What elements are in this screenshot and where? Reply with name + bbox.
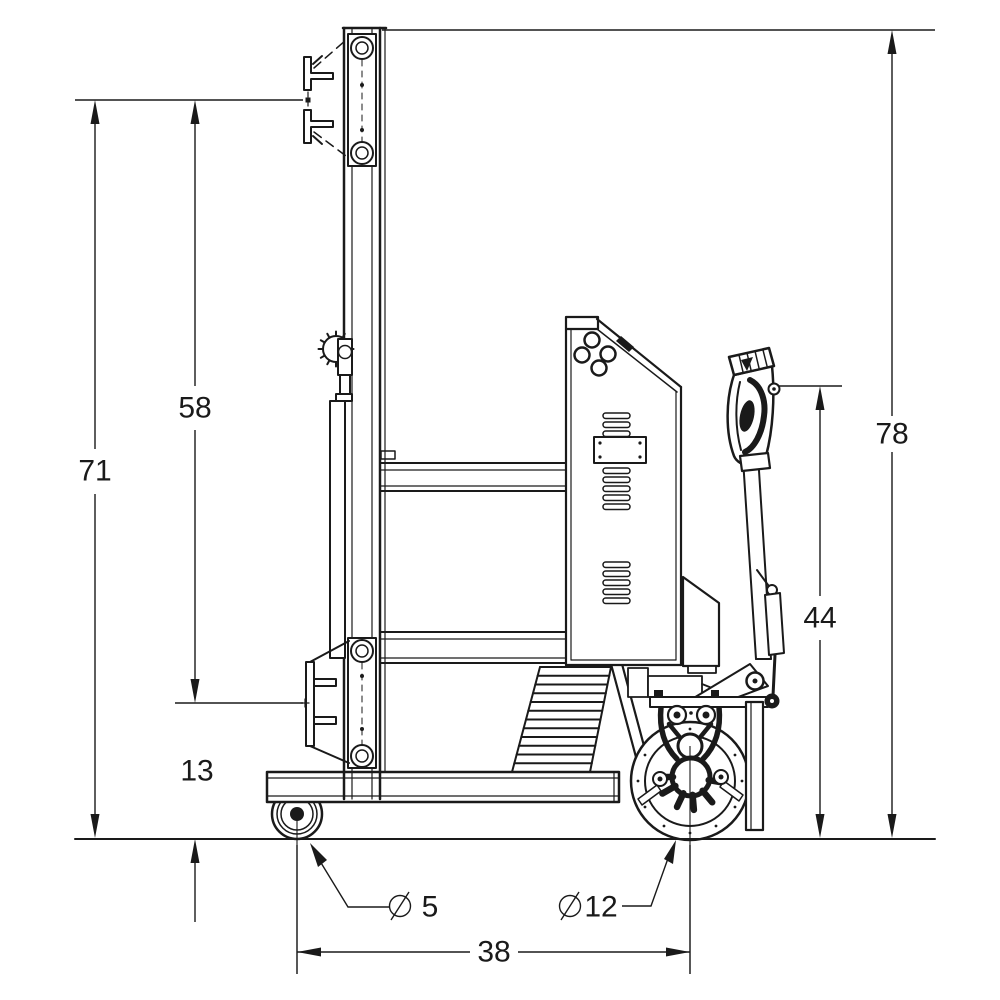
diameter-icon <box>558 891 582 921</box>
dimension-label-caster-diameter: 5 <box>422 891 439 924</box>
step-ramp <box>511 662 653 774</box>
lower-carriage <box>347 637 377 769</box>
extension-lines <box>75 29 935 974</box>
dimension-label-44: 44 <box>803 602 836 635</box>
dimension-label-wheel-diameter: 12 <box>584 891 617 924</box>
dimension-13: 13 <box>180 755 214 922</box>
phantom-fork-bracket <box>303 39 347 157</box>
vent-slots <box>602 412 631 605</box>
top-carriage <box>347 33 377 167</box>
diameter-icon <box>388 891 412 921</box>
stabilizer-plate <box>744 700 765 832</box>
tiller-handle <box>726 346 781 473</box>
dimension-label-78: 78 <box>875 418 908 451</box>
dimension-71: 71 <box>78 100 112 838</box>
dimension-38: 38 <box>296 845 691 974</box>
name-plate <box>593 436 647 464</box>
dimension-78: 78 <box>875 30 909 838</box>
dimension-label-38: 38 <box>477 936 510 969</box>
dimension-label-71: 71 <box>78 455 111 488</box>
base-frame <box>265 770 621 804</box>
dimension-58: 58 <box>178 100 212 703</box>
dimension-label-13: 13 <box>180 755 213 788</box>
gas-spring <box>756 569 785 709</box>
leader-caster-diameter: 5 <box>310 843 438 924</box>
leader-wheel-diameter: 12 <box>558 840 676 924</box>
control-box <box>564 315 683 667</box>
winch-assembly <box>317 330 355 659</box>
dimension-44: 44 <box>803 386 837 838</box>
frame-rails <box>380 450 567 664</box>
fork-bracket <box>300 640 350 764</box>
dimension-label-58: 58 <box>178 392 211 425</box>
